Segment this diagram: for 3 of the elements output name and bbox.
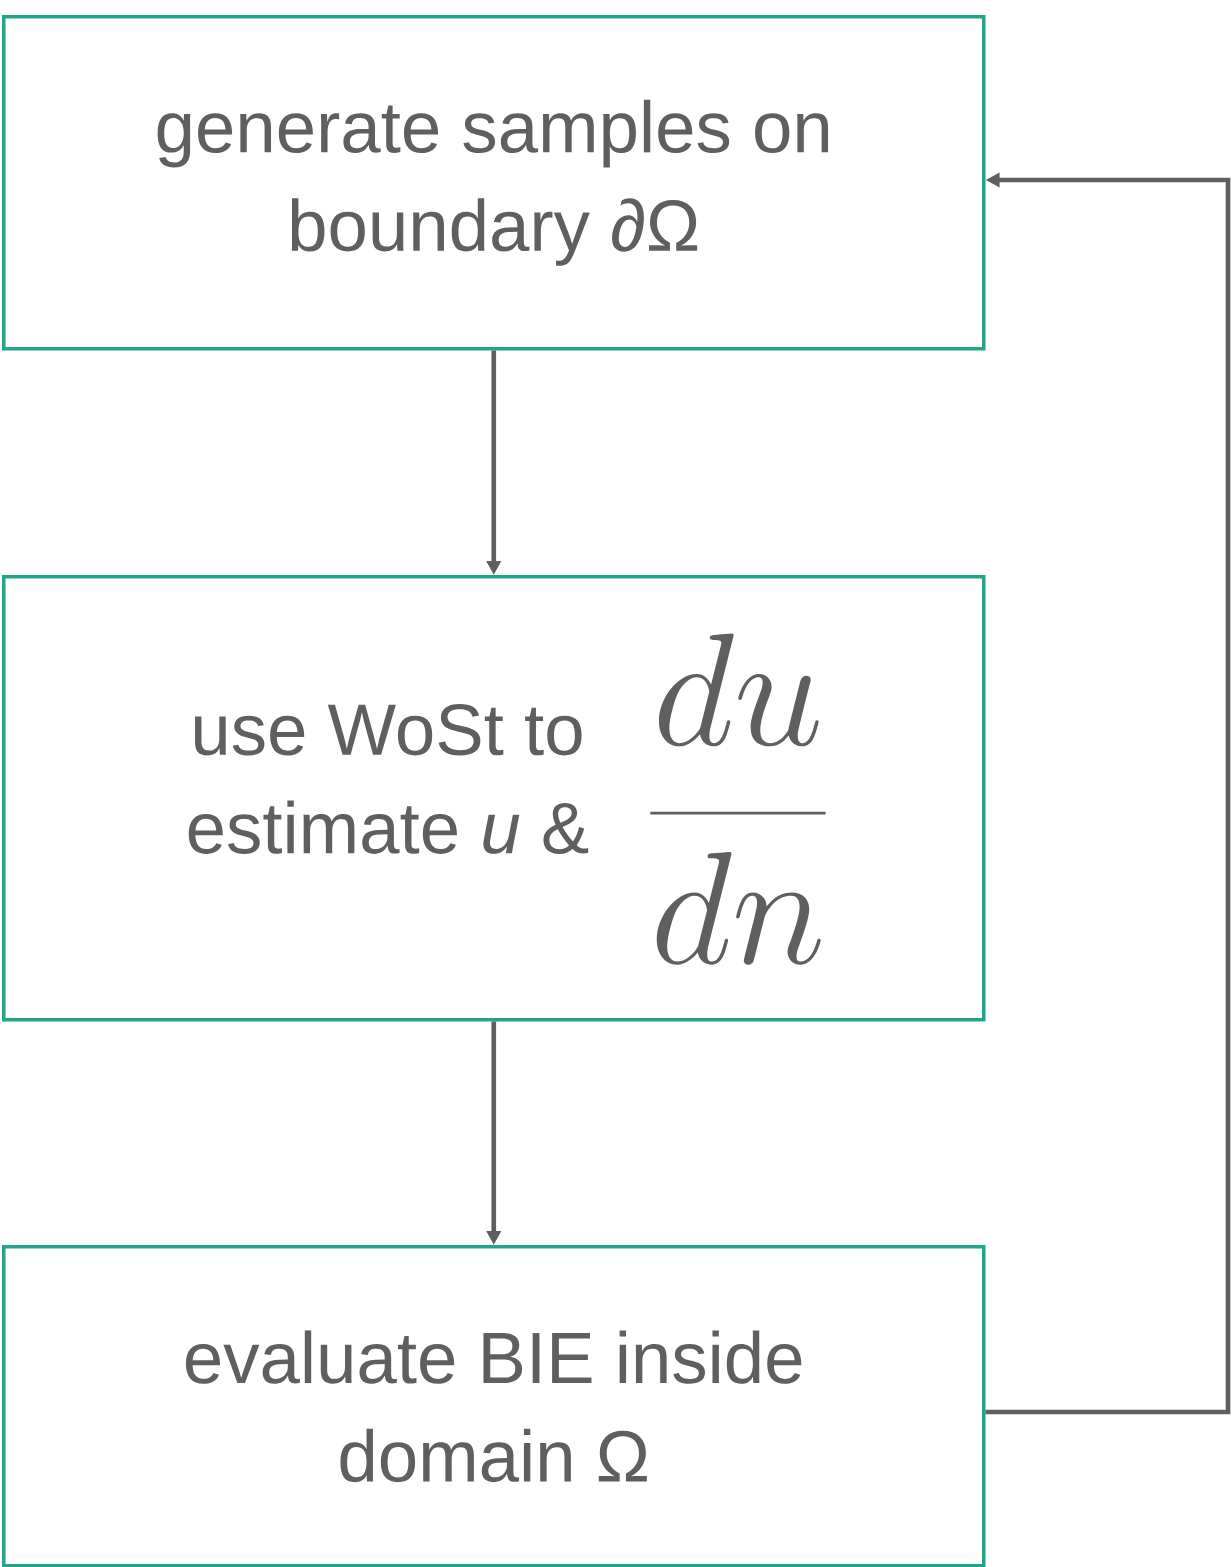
- process-box: evaluate BIE inside domain Ω: [2, 1245, 986, 1567]
- process-box: use WoSt to estimate u & $\frac{du}{dn}$: [2, 575, 986, 1022]
- process-box: generate samples on boundary ∂Ω: [2, 15, 986, 351]
